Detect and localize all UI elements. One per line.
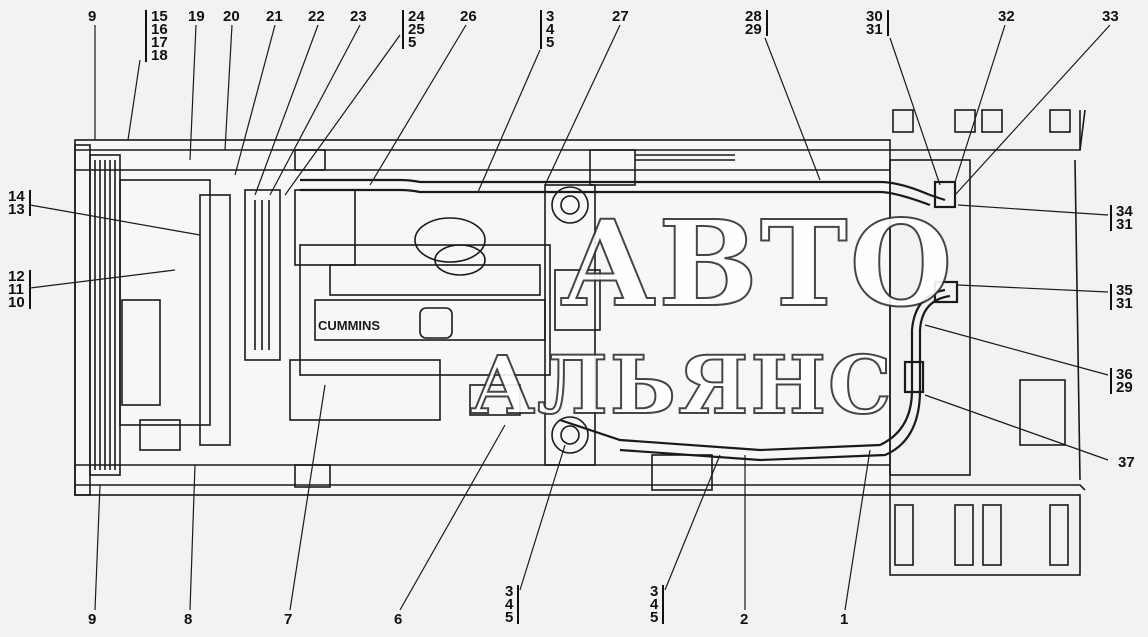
callout-8: 8 xyxy=(184,611,193,628)
callout-number: 4 xyxy=(650,596,659,613)
callout-number: 11 xyxy=(8,281,24,298)
callout-number: 17 xyxy=(151,34,168,51)
callout-number: 10 xyxy=(8,294,25,311)
callout-number: 3 xyxy=(505,583,514,600)
callout-7: 7 xyxy=(284,611,293,628)
callout-12-11-10: 12 11 10 xyxy=(8,268,31,311)
callout-22: 22 xyxy=(308,8,325,25)
callout-number: 15 xyxy=(151,8,168,25)
callout-26: 26 xyxy=(460,8,477,25)
callout-37: 37 xyxy=(1118,454,1135,471)
callout-number: 16 xyxy=(151,21,168,38)
callout-number: 31 xyxy=(1116,216,1133,233)
callout-1: 1 xyxy=(840,611,849,628)
callout-32: 32 xyxy=(998,8,1015,25)
callout-33: 33 xyxy=(1102,8,1119,25)
callout-number: 31 xyxy=(866,21,883,38)
callout-number: 29 xyxy=(745,21,762,38)
callout-number: 31 xyxy=(1116,295,1133,312)
callout-number: 34 xyxy=(1116,203,1133,220)
radiator-pack xyxy=(74,144,211,496)
callout-6: 6 xyxy=(394,611,403,628)
callout-number: 30 xyxy=(866,8,883,25)
leader-lines xyxy=(29,24,1111,611)
rear-frame xyxy=(889,109,1081,576)
callout-19: 19 xyxy=(188,8,205,25)
watermark-line-1: АВТО xyxy=(559,194,955,333)
callout-number: 3 xyxy=(650,583,659,600)
callout-27: 27 xyxy=(612,8,629,25)
callout-number: 5 xyxy=(408,34,417,51)
callout-number: 5 xyxy=(650,609,659,626)
callout-number: 4 xyxy=(546,21,555,38)
callout-3-4-5-bottom-a: 3 4 5 xyxy=(505,583,520,626)
callout-35-31: 35 31 xyxy=(1110,282,1133,312)
callout-number: 25 xyxy=(408,21,425,38)
callout-number: 5 xyxy=(546,34,555,51)
callout-number: 12 xyxy=(8,268,25,285)
callout-3-4-5-top: 3 4 5 xyxy=(540,8,555,51)
frame-rails xyxy=(74,109,1086,496)
callout-23: 23 xyxy=(350,8,367,25)
callout-number: 4 xyxy=(505,596,514,613)
callout-20: 20 xyxy=(223,8,240,25)
callout-number: 28 xyxy=(745,8,762,25)
callout-21: 21 xyxy=(266,8,283,25)
watermark-line-2: АЛЬЯНС xyxy=(469,338,894,432)
callout-number: 13 xyxy=(8,201,25,218)
callout-number: 9 xyxy=(88,8,97,25)
callout-24-25-5: 24 25 5 xyxy=(402,8,425,51)
callout-3-4-5-bottom-b: 3 4 5 xyxy=(650,583,665,626)
callout-number: 14 xyxy=(8,188,25,205)
engine-brand-text: CUMMINS xyxy=(318,318,380,333)
callout-number: 18 xyxy=(151,47,168,64)
callout-number: 5 xyxy=(505,609,514,626)
callout-number: 3 xyxy=(546,8,555,25)
callout-28-29: 28 29 xyxy=(745,8,768,38)
callout-number: 29 xyxy=(1116,379,1133,396)
callout-36-29: 36 29 xyxy=(1110,366,1133,396)
callout-15-18: 15 16 17 18 xyxy=(145,8,168,64)
callout-14-13: 14 13 xyxy=(8,188,31,218)
callout-number: 24 xyxy=(408,8,425,25)
callout-2: 2 xyxy=(740,611,749,628)
callout-number: 35 xyxy=(1116,282,1133,299)
callout-9-top: 9 xyxy=(88,8,97,25)
callout-34-31: 34 31 xyxy=(1110,203,1133,233)
callout-9-bottom: 9 xyxy=(88,611,97,628)
callout-30-31: 30 31 xyxy=(866,8,889,38)
fan xyxy=(199,189,281,446)
callout-number: 36 xyxy=(1116,366,1133,383)
